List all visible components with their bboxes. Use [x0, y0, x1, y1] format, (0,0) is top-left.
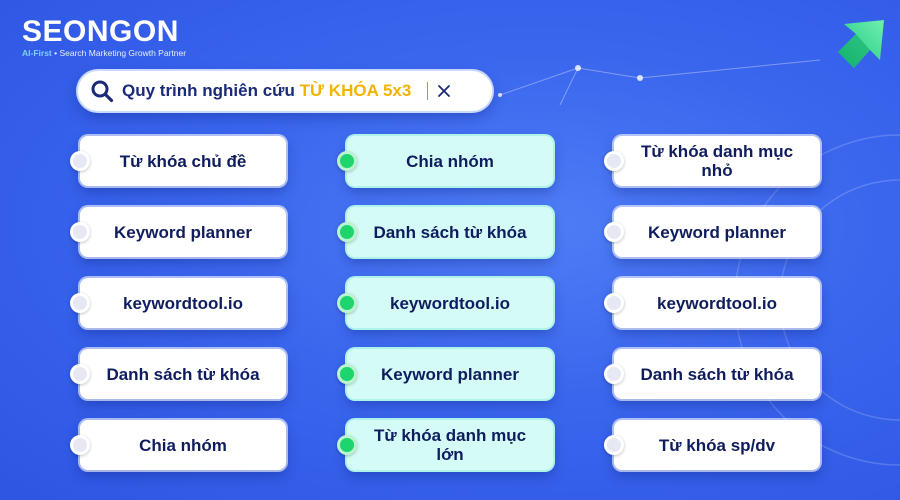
search-bar[interactable]: Quy trình nghiên cứu TỪ KHÓA 5x3: [78, 71, 492, 111]
card-col1-item4[interactable]: Danh sách từ khóa: [70, 349, 286, 399]
card-col2-item5[interactable]: Từ khóa danh mục lớn: [337, 420, 553, 470]
search-icon: [91, 80, 114, 103]
card-label: Danh sách từ khóa: [373, 222, 527, 242]
search-title-prefix: Quy trình nghiên cứu: [122, 81, 300, 100]
card-label: Từ khóa chủ đề: [119, 151, 247, 171]
card-col2-item3[interactable]: keywordtool.io: [337, 278, 553, 328]
card-label: keywordtool.io: [123, 293, 243, 313]
card-col2-item1[interactable]: Chia nhóm: [337, 136, 553, 186]
bullet-dot: [604, 435, 624, 455]
card-label: Từ khóa danh mục nhỏ: [640, 142, 794, 180]
close-icon[interactable]: [434, 81, 454, 101]
card-label: Keyword planner: [381, 364, 519, 384]
card-label: Danh sách từ khóa: [106, 364, 260, 384]
card-label: Chia nhóm: [139, 435, 227, 455]
brand-tagline-ai: AI-First: [22, 48, 52, 58]
card-col3-item1[interactable]: Từ khóa danh mục nhỏ: [604, 136, 820, 186]
card-label: Chia nhóm: [406, 151, 494, 171]
card-label: keywordtool.io: [390, 293, 510, 313]
brand-tagline: AI-First • Search Marketing Growth Partn…: [22, 48, 186, 58]
card-label: Từ khóa sp/dv: [658, 435, 776, 455]
card-col1-item1[interactable]: Từ khóa chủ đề: [70, 136, 286, 186]
brand-name: SEONGON: [22, 15, 179, 48]
bullet-dot-active: [337, 293, 357, 313]
search-divider: [427, 82, 429, 100]
bullet-dot: [70, 151, 90, 171]
search-title: Quy trình nghiên cứu TỪ KHÓA 5x3: [122, 81, 411, 101]
bullet-dot: [604, 222, 624, 242]
card-label: Từ khóa danh mục lớn: [373, 426, 527, 464]
card-col1-item5[interactable]: Chia nhóm: [70, 420, 286, 470]
card-col3-item4[interactable]: Danh sách từ khóa: [604, 349, 820, 399]
bullet-dot: [604, 364, 624, 384]
bullet-dot-active: [337, 435, 357, 455]
card-label: Keyword planner: [114, 222, 252, 242]
bullet-dot-active: [337, 151, 357, 171]
brand-tagline-rest: • Search Marketing Growth Partner: [51, 48, 187, 58]
card-col1-item3[interactable]: keywordtool.io: [70, 278, 286, 328]
bullet-dot: [604, 151, 624, 171]
bullet-dot: [70, 364, 90, 384]
bullet-dot-active: [337, 222, 357, 242]
card-col1-item2[interactable]: Keyword planner: [70, 207, 286, 257]
card-col3-item2[interactable]: Keyword planner: [604, 207, 820, 257]
card-label: Danh sách từ khóa: [640, 364, 794, 384]
bullet-dot: [604, 293, 624, 313]
bullet-dot: [70, 435, 90, 455]
brand-logo: SEONGON AI-First • Search Marketing Grow…: [22, 15, 186, 59]
arrow-logo-icon: [838, 20, 884, 68]
card-col3-item3[interactable]: keywordtool.io: [604, 278, 820, 328]
card-col2-item4[interactable]: Keyword planner: [337, 349, 553, 399]
bullet-dot: [70, 293, 90, 313]
card-col3-item5[interactable]: Từ khóa sp/dv: [604, 420, 820, 470]
card-label: keywordtool.io: [657, 293, 777, 313]
bullet-dot-active: [337, 364, 357, 384]
card-label: Keyword planner: [648, 222, 786, 242]
search-title-highlight: TỪ KHÓA 5x3: [299, 81, 412, 100]
bullet-dot: [70, 222, 90, 242]
card-col2-item2[interactable]: Danh sách từ khóa: [337, 207, 553, 257]
